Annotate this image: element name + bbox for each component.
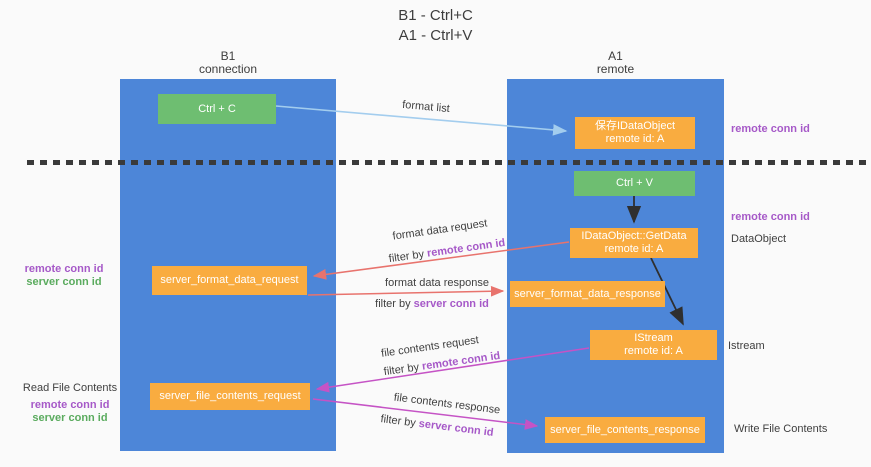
- label-server-conn-id-upper-left: server conn id: [26, 276, 102, 288]
- label-dataobject: DataObject: [731, 233, 787, 245]
- label-istream: Istream: [728, 340, 765, 352]
- conn-id-block-upper-left: remote conn id server conn id: [18, 263, 110, 289]
- arrow-format-data-response: [307, 285, 505, 297]
- arrow-label-format-data-request: format data request: [391, 217, 489, 243]
- remote-conn-id-text: remote conn id: [426, 236, 506, 260]
- box-ctrl-v-label: Ctrl + V: [616, 177, 653, 189]
- diagram-title: B1 - Ctrl+C A1 - Ctrl+V: [0, 6, 871, 46]
- arrow-label-format-data-response: format data response: [385, 277, 489, 289]
- box-file-request-label: server_file_contents_request: [159, 390, 301, 402]
- lane-header-b1: B1 connection: [120, 50, 336, 76]
- dashed-separator-line: [27, 160, 871, 165]
- title-line-1: B1 - Ctrl+C: [398, 7, 473, 24]
- label-remote-conn-id-lower-left: remote conn id: [30, 399, 110, 411]
- server-conn-id-text: server conn id: [418, 417, 495, 439]
- box-server-file-contents-request: server_file_contents_request: [150, 383, 310, 410]
- lane-a1-subtitle: remote: [596, 62, 635, 76]
- arrow-label-format-list: format list: [401, 98, 451, 116]
- label-read-file-contents: Read File Contents: [22, 382, 118, 394]
- box-ctrl-c: Ctrl + C: [158, 94, 276, 124]
- label-write-file-contents: Write File Contents: [734, 423, 828, 435]
- arrow-label-filter-remote-1: filter by remote conn id: [388, 237, 506, 265]
- box-getdata-line1: IDataObject::GetData: [581, 230, 687, 242]
- box-save-idataobject-line1: 保存IDataObject: [594, 120, 676, 132]
- box-format-request-label: server_format_data_request: [160, 274, 299, 286]
- box-ctrl-v: Ctrl + V: [574, 171, 695, 196]
- filter-by-text: filter by: [375, 298, 414, 310]
- filter-by-text: filter by: [383, 360, 423, 379]
- box-file-response-label: server_file_contents_response: [550, 423, 700, 436]
- lane-header-a1: A1 remote: [507, 50, 724, 76]
- box-save-idataobject-line2: remote id: A: [605, 133, 665, 145]
- lane-a1-name: A1: [608, 49, 623, 63]
- box-idataobject-getdata: IDataObject::GetData remote id: A: [570, 228, 698, 258]
- filter-by-text: filter by: [388, 247, 428, 266]
- box-server-format-data-request: server_format_data_request: [152, 266, 307, 295]
- label-server-conn-id-lower-left: server conn id: [32, 412, 108, 424]
- label-remote-conn-id-top-right: remote conn id: [731, 123, 810, 135]
- box-istream: IStream remote id: A: [590, 330, 717, 360]
- remote-conn-id-text: remote conn id: [421, 349, 501, 373]
- box-istream-line2: remote id: A: [624, 345, 683, 357]
- box-save-idataobject: 保存IDataObject remote id: A: [575, 117, 695, 149]
- arrow-label-file-contents-response: file contents response: [393, 391, 501, 417]
- box-server-format-data-response: server_format_data_response: [510, 281, 665, 307]
- conn-id-block-lower-left: remote conn id server conn id: [20, 399, 120, 425]
- lane-b1-subtitle: connection: [198, 62, 258, 76]
- box-server-file-contents-response: server_file_contents_response: [545, 417, 705, 443]
- box-ctrl-c-label: Ctrl + C: [198, 102, 236, 115]
- box-getdata-line2: remote id: A: [604, 243, 664, 255]
- label-remote-conn-id-upper-left: remote conn id: [24, 263, 104, 275]
- label-remote-conn-id-mid-right: remote conn id: [731, 211, 810, 223]
- title-line-2: A1 - Ctrl+V: [398, 27, 473, 44]
- arrow-label-filter-server-2: filter by server conn id: [380, 413, 494, 439]
- filter-by-text: filter by: [379, 413, 420, 430]
- server-conn-id-text: server conn id: [413, 298, 489, 310]
- box-istream-line1: IStream: [634, 332, 673, 344]
- arrow-label-filter-server-1: filter by server conn id: [375, 298, 489, 310]
- box-format-response-label: server_format_data_response: [514, 287, 661, 300]
- lane-b1-name: B1: [220, 49, 236, 63]
